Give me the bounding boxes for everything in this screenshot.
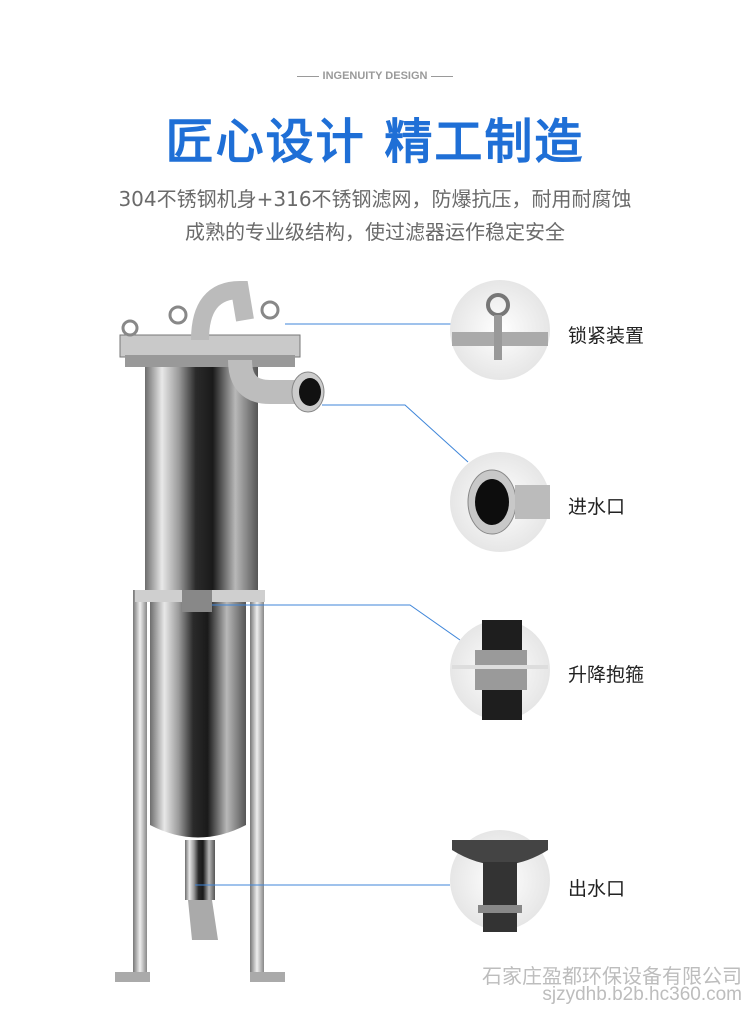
callout-circle-inlet [450, 452, 550, 552]
callout-circle-lock [450, 280, 550, 380]
leg-right [250, 590, 264, 975]
callout-label-inlet: 进水口 [568, 496, 626, 518]
callout-label-clamp: 升降抱箍 [568, 664, 645, 686]
top-flange [119, 334, 301, 358]
callout-label-outlet: 出水口 [568, 878, 626, 900]
leg-left [133, 590, 147, 975]
callout-label-lock: 锁紧装置 [568, 325, 645, 347]
outlet-pipe [185, 840, 215, 900]
watermark-url: sjzydhb.b2b.hc360.com [542, 984, 742, 1005]
page-title: 匠心设计 精工制造 [165, 114, 585, 170]
eyebrow-text: INGENUITY DESIGN [0, 70, 750, 82]
subtitle-line-2: 成熟的专业级结构，使过滤器运作稳定安全 [185, 220, 565, 244]
callout-lines [195, 323, 469, 886]
eyebrow-label: INGENUITY DESIGN [322, 70, 428, 82]
watermark-company: 石家庄盈都环保设备有限公司 [482, 964, 742, 988]
inlet-port [299, 378, 321, 406]
lifting-clamp [182, 590, 212, 612]
callout-circle-outlet [450, 830, 550, 932]
callout-circle-clamp [450, 620, 550, 720]
lower-housing [150, 600, 246, 838]
subtitle-line-1: 304不锈钢机身+316不锈钢滤网，防爆抗压，耐用耐腐蚀 [118, 187, 632, 211]
